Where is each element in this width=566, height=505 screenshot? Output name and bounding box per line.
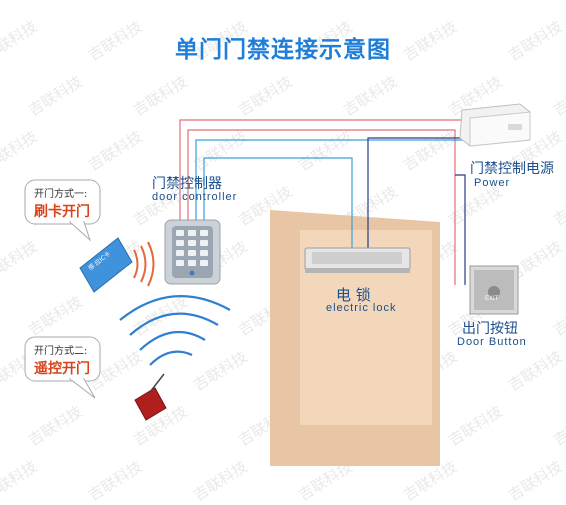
wire-blue [195,139,468,225]
remote-control-device [134,373,167,421]
wire-blue-2 [203,157,353,248]
wire-navy [367,137,470,248]
ic-card-device [79,237,133,293]
power-label-en: Power [474,177,511,189]
bubble-method-2-shape [24,336,101,399]
page-title: 单门门禁连接示意图 [175,37,391,63]
button-label-en: Door Button [457,336,527,348]
wire-navy-2 [455,174,466,285]
wire-red-2 [187,129,456,285]
bubble-method-1-shape [24,179,101,242]
controller-label-en: door controller [152,191,238,203]
method-2-main: 遥控开门 [34,361,90,377]
lock-label-en: electric lock [326,302,397,314]
wire-red [179,119,470,225]
exit-button-face-text: EXIT [485,296,499,302]
wiring-diagram [24,103,531,466]
card-wave-icon [133,241,155,287]
power-supply-device [459,103,531,147]
power-label-cn: 门禁控制电源 [470,161,554,177]
button-label-cn: 出门按钮 [462,321,518,337]
lock-label-cn: 电 锁 [336,286,371,304]
method-2-caption: 开门方式二: [34,346,88,357]
remote-wave-icon [119,295,231,366]
controller-label-cn: 门禁控制器 [152,176,222,192]
controller-keypad-device [164,219,221,285]
method-1-caption: 开门方式一: [34,189,88,200]
method-1-main: 刷卡开门 [34,204,90,220]
electric-lock-device [304,247,411,273]
exit-button-device [469,265,519,315]
